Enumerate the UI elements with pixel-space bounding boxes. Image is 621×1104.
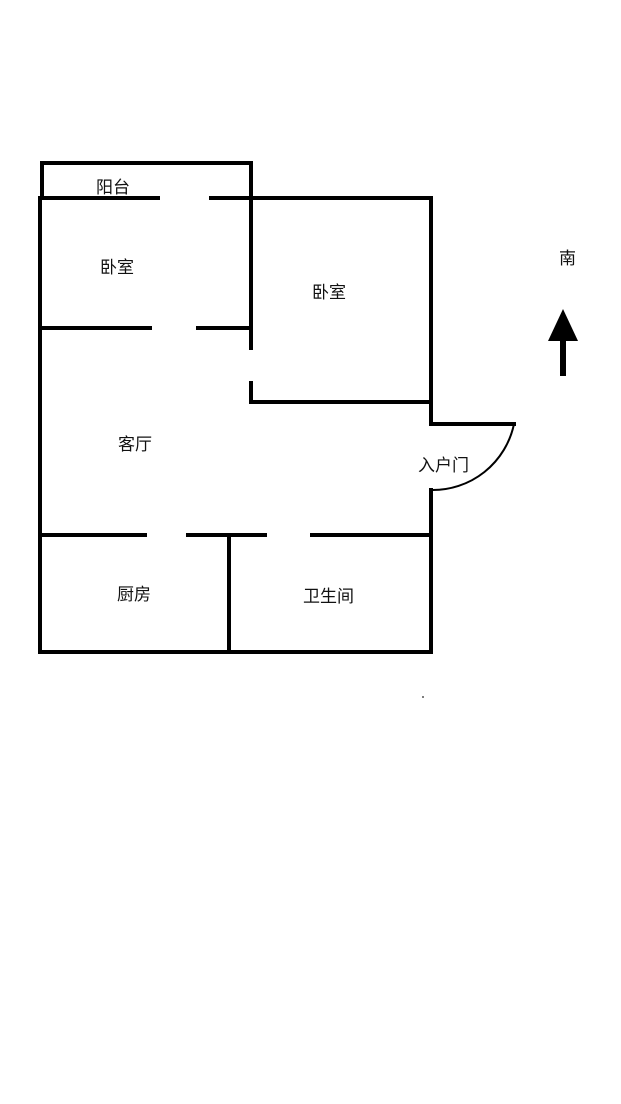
walls [38, 161, 433, 654]
compass-direction-label: 南 [559, 249, 576, 269]
bedroom-left-label: 卧室 [100, 258, 134, 278]
bedroom-right-label: 卧室 [312, 283, 346, 303]
arrow-up-icon [548, 309, 578, 376]
entrance-door-label: 入户门 [418, 456, 469, 476]
compass: 南 [548, 249, 578, 376]
living-room-label: 客厅 [118, 435, 152, 455]
kitchen-label: 厨房 [117, 585, 151, 605]
entrance-door [429, 422, 516, 492]
bathroom-label: 卫生间 [303, 587, 354, 607]
balcony-label: 阳台 [96, 178, 130, 198]
door-swing-arc [430, 423, 515, 492]
stray-dot [422, 696, 424, 698]
balcony-wall [40, 161, 253, 200]
room-labels: 阳台 卧室 卧室 客厅 入户门 厨房 卫生间 [96, 178, 469, 607]
